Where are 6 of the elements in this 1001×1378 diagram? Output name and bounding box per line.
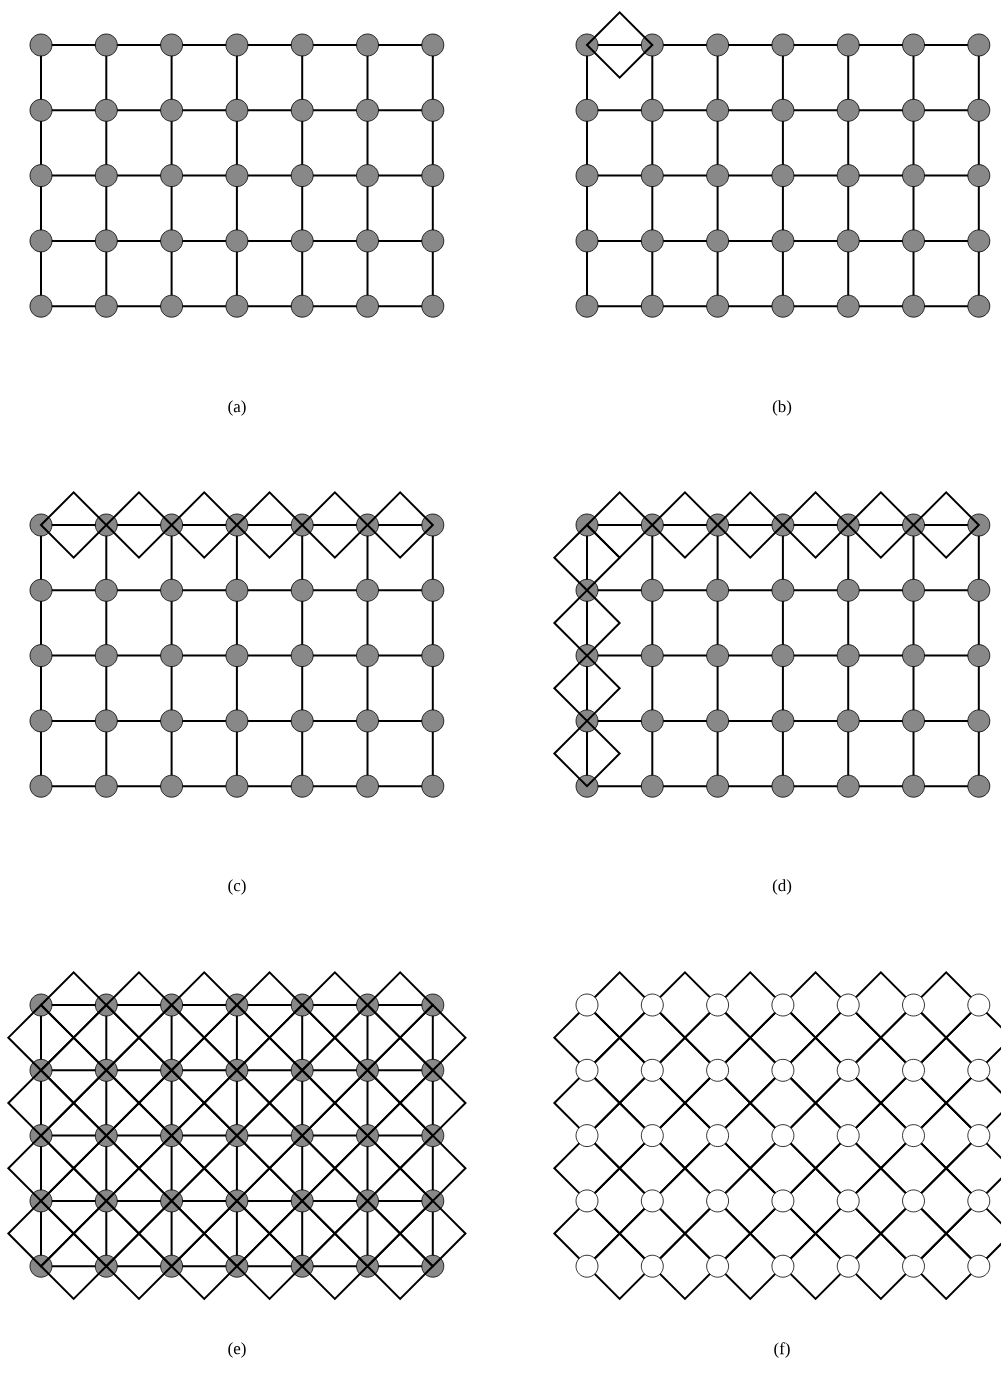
- panel-label: (c): [228, 879, 246, 895]
- panel-label: (f): [774, 1342, 790, 1358]
- panel-label: (d): [772, 879, 792, 895]
- panel-label: (b): [772, 400, 792, 416]
- panel-label: (a): [228, 400, 246, 416]
- panel-label: (e): [228, 1342, 246, 1358]
